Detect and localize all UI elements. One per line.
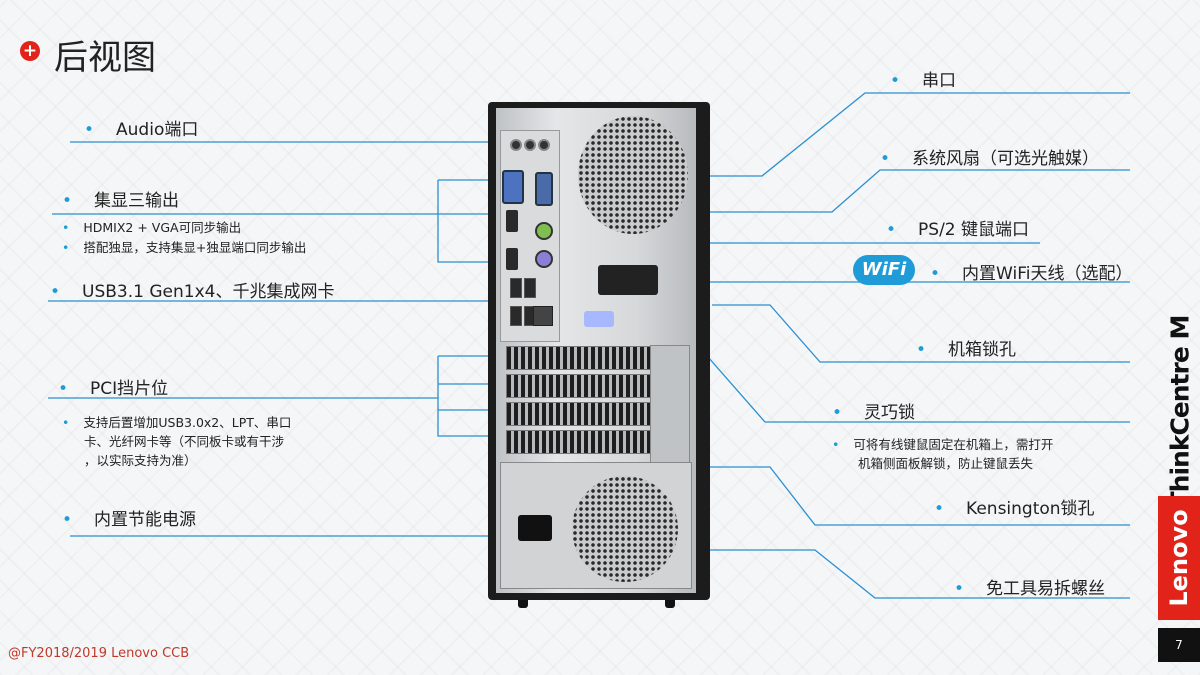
usb-port [524,278,536,298]
footer-copyright: @FY2018/2019 Lenovo CCB [8,646,190,661]
bullet-dot-icon: • [880,149,891,169]
page-number: 7 [1158,628,1200,662]
wifi-logo: WiFi [853,255,915,285]
lenovo-logo: Lenovo [1158,496,1200,620]
label-smart-lock: •灵巧锁 [832,403,916,423]
bullet-dot-icon: • [934,499,945,519]
label-fan: •系统风扇（可选光触媒） [880,149,1100,169]
ethernet-port [533,306,553,326]
bullet-dot-icon: • [832,403,843,423]
hdmi-port [506,210,518,232]
bullet-dot-icon: • [62,220,70,235]
bullet-dot-icon: • [954,579,965,599]
bullet-dot-icon: • [832,437,840,452]
bullet-dot-icon: • [890,71,901,91]
smart-lock-key [584,311,614,327]
chassis-foot [665,600,675,608]
bullet-dot-icon: • [886,220,897,240]
label-pci-sub1: •支持后置增加USB3.0x2、LPT、串口 [62,415,292,430]
bullet-dot-icon: • [50,282,61,302]
thinkcentre-logo: ThinkCentre M [1165,315,1195,509]
pci-slot [506,346,658,370]
bullet-dot-icon: • [916,340,927,360]
label-pci-sub2: 卡、光纤网卡等（不同板卡或有干涉 [84,434,285,449]
audio-port [524,139,536,151]
label-display: •集显三输出 [62,191,180,211]
pci-slot [506,402,658,426]
plus-circle-icon: + [20,41,40,61]
bullet-dot-icon: • [62,415,70,430]
label-smart-lock-sub2: 机箱侧面板解锁，防止键鼠丢失 [858,456,1034,471]
bullet-dot-icon: • [84,120,95,140]
power-socket [518,515,552,541]
label-psu: •内置节能电源 [62,510,197,530]
label-display-sub1: •HDMIX2 + VGA可同步输出 [62,220,242,235]
audio-port [538,139,550,151]
vga-port [502,170,524,204]
pci-slot [506,430,658,454]
usb-port [510,278,522,298]
pci-bracket [650,345,690,472]
bullet-dot-icon: • [62,191,73,211]
label-chassis-lock: •机箱锁孔 [916,340,1017,360]
pci-slot [506,374,658,398]
label-pci: •PCI挡片位 [58,379,169,399]
psu-fan-grille [572,476,678,582]
ps2-keyboard-port [535,250,553,268]
label-screws: •免工具易拆螺丝 [954,579,1106,599]
label-kensington: •Kensington锁孔 [934,499,1095,519]
label-display-sub2: •搭配独显，支持集显+独显端口同步输出 [62,240,307,255]
label-wifi: •内置WiFi天线（选配） [930,264,1133,284]
usb-port [510,306,522,326]
label-serial: •串口 [890,71,957,91]
serial-port [535,172,553,206]
hdmi-port [506,248,518,270]
chassis-foot [518,600,528,608]
ps2-mouse-port [535,222,553,240]
bullet-dot-icon: • [62,240,70,255]
bullet-dot-icon: • [58,379,69,399]
wifi-antenna-module [598,265,658,295]
system-fan-grille [578,116,688,234]
label-audio: •Audio端口 [84,120,199,140]
label-pci-sub3: ，以实际支持为准） [84,453,197,468]
page-title: 后视图 [54,38,156,78]
label-usb: •USB3.1 Gen1x4、千兆集成网卡 [50,282,335,302]
audio-port [510,139,522,151]
label-smart-lock-sub1: •可将有线键鼠固定在机箱上，需打开 [832,437,1054,452]
bullet-dot-icon: • [62,510,73,530]
label-ps2: •PS/2 键鼠端口 [886,220,1030,240]
bullet-dot-icon: • [930,264,941,284]
